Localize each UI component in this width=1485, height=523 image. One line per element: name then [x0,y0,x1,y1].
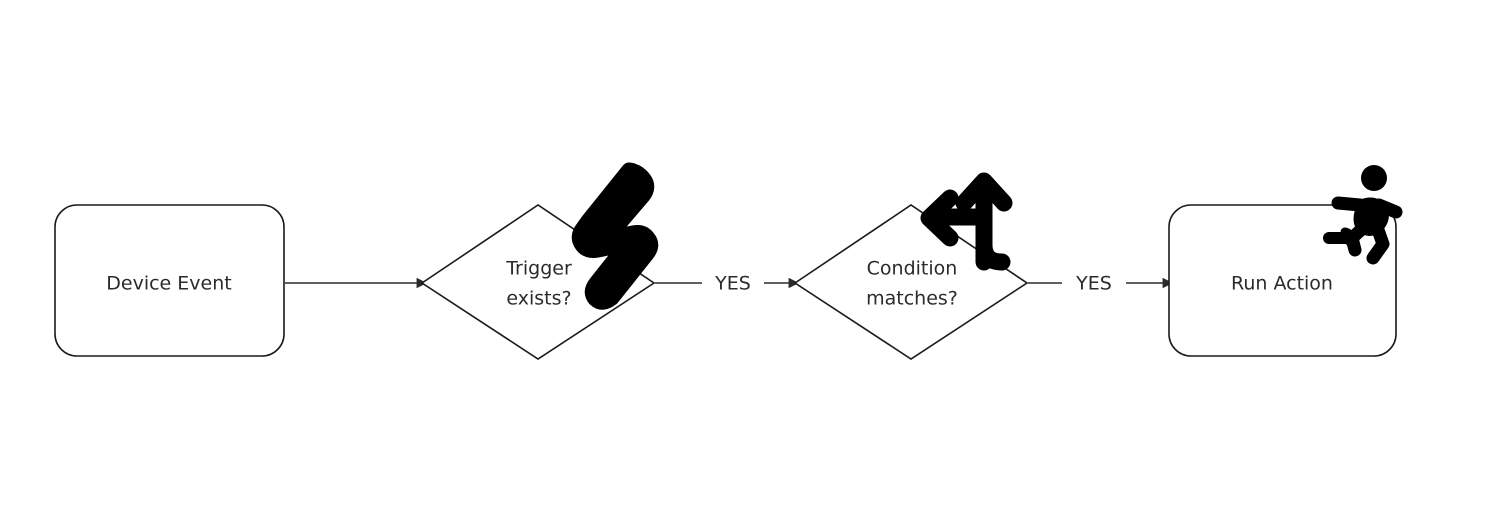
trigger-exists-label-line2: exists? [506,288,571,310]
condition-matches-label-line1: Condition [867,258,958,280]
device-event-box [54,204,285,357]
node-trigger-exists[interactable]: Trigger exists? [420,162,659,360]
node-condition-matches[interactable]: Condition matches? [793,172,1029,360]
edge-trigger-to-condition[interactable]: YES [655,273,800,295]
condition-matches-diamond [793,204,1029,360]
device-event-label: Device Event [106,273,231,295]
edge-label-yes-2: YES [1075,273,1112,295]
edge-label-yes-1: YES [714,273,751,295]
running-person-icon [1323,165,1403,265]
trigger-exists-diamond [420,204,656,360]
lightning-bolt-icon [571,162,659,310]
trigger-exists-label-line1: Trigger [505,258,572,280]
run-action-label: Run Action [1231,273,1333,295]
branch-arrows-icon [920,172,1013,271]
condition-matches-label-line2: matches? [866,288,958,310]
node-run-action[interactable]: Run Action [1168,165,1403,357]
edge-condition-to-action[interactable]: YES [1028,273,1174,295]
node-device-event[interactable]: Device Event [54,204,285,357]
